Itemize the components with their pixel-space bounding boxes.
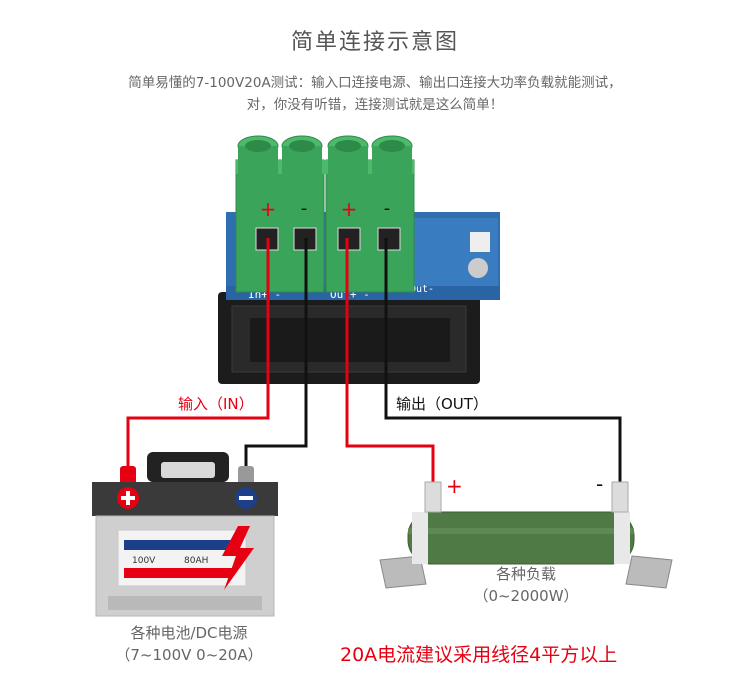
- output-label: 输出（OUT）: [396, 393, 488, 414]
- battery-voltage-label: 100V: [132, 556, 156, 566]
- terminal-out-minus: -: [384, 198, 391, 219]
- load-caption-line1: 各种负载: [456, 563, 596, 585]
- terminal-in-plus: +: [260, 197, 277, 221]
- terminal-out-plus: +: [341, 197, 358, 221]
- input-label: 输入（IN）: [178, 393, 254, 414]
- battery-caption-line1: 各种电池/DC电源: [96, 622, 282, 644]
- terminal-in-minus: -: [301, 198, 308, 219]
- meter-device: [218, 292, 480, 384]
- battery: 100V 80AH: [92, 452, 278, 616]
- load-plus-label: +: [446, 474, 463, 498]
- wire-gauge-note: 20A电流建议采用线径4平方以上: [340, 640, 617, 667]
- battery-capacity-label: 80AH: [184, 556, 208, 566]
- load-caption: 各种负载 （0~2000W）: [456, 563, 596, 607]
- battery-caption-line2: （7~100V 0~20A）: [96, 644, 282, 666]
- battery-caption: 各种电池/DC电源 （7~100V 0~20A）: [96, 622, 282, 666]
- load-minus-label: -: [596, 472, 603, 496]
- load-caption-line2: （0~2000W）: [456, 585, 596, 607]
